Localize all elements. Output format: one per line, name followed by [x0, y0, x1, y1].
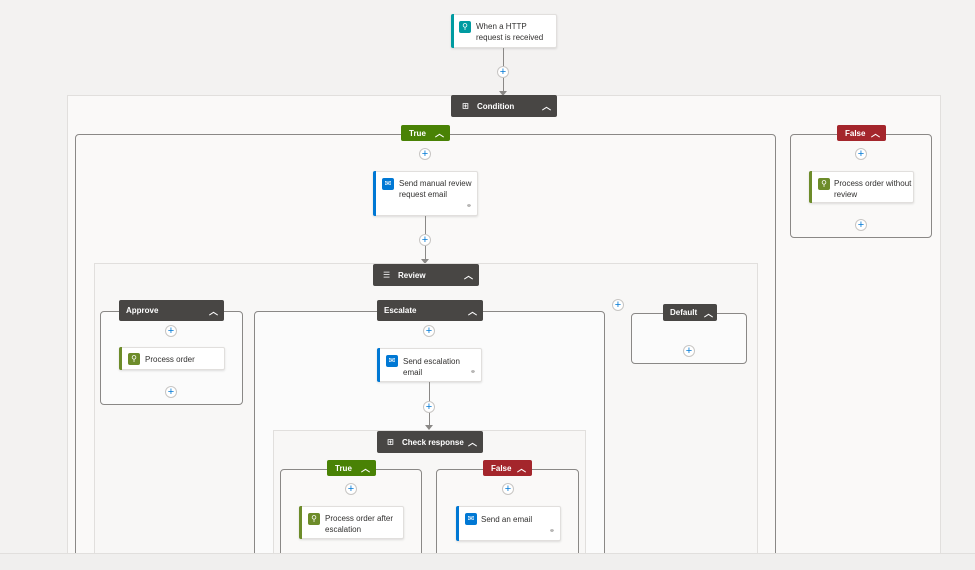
add-step-button[interactable]: + [497, 66, 509, 78]
collapse-chevron-icon[interactable]: ︿ [208, 306, 218, 316]
logic-icon: ⚲ [818, 178, 830, 190]
process-order-without-review-card[interactable]: ⚲ Process order without review [809, 171, 914, 203]
add-step-button[interactable]: + [502, 483, 514, 495]
add-step-button[interactable]: + [165, 325, 177, 337]
process-order-card[interactable]: ⚲ Process order [119, 347, 225, 370]
outlook-icon: ✉ [382, 178, 394, 190]
condition-false-pill[interactable]: False ︿ [837, 125, 886, 141]
add-step-button[interactable]: + [423, 401, 435, 413]
chevron-up-icon[interactable]: ︿ [360, 463, 370, 474]
add-step-button[interactable]: + [683, 345, 695, 357]
request-icon: ⚲ [459, 21, 471, 33]
link-icon: ⚭ [470, 369, 476, 376]
case-default-header[interactable]: Default ︿ [663, 304, 717, 321]
collapse-chevron-icon[interactable]: ︿ [541, 101, 551, 112]
collapse-chevron-icon[interactable]: ︿ [703, 308, 713, 318]
add-step-button[interactable]: + [855, 219, 867, 231]
send-manual-review-card[interactable]: ✉ Send manual review request email ⚭ [373, 171, 478, 216]
trigger-card[interactable]: ⚲ When a HTTP request is received [451, 14, 557, 48]
collapse-chevron-icon[interactable]: ︿ [467, 437, 477, 448]
logic-icon: ⚲ [128, 353, 140, 365]
collapse-chevron-icon[interactable]: ︿ [467, 306, 477, 316]
case-escalate-header[interactable]: Escalate ︿ [377, 300, 483, 321]
condition-true-pill[interactable]: True ︿ [401, 125, 450, 141]
collapse-chevron-icon[interactable]: ︿ [463, 270, 473, 281]
condition-icon: ⊞ [462, 101, 469, 111]
add-step-button[interactable]: + [419, 148, 431, 160]
check-response-false-pill[interactable]: False ︿ [483, 460, 532, 476]
outlook-icon: ✉ [465, 513, 477, 525]
switch-icon: ☰ [383, 270, 391, 280]
case-approve-header[interactable]: Approve ︿ [119, 300, 224, 321]
add-step-button[interactable]: + [855, 148, 867, 160]
condition-label: Condition [477, 101, 515, 111]
chevron-up-icon[interactable]: ︿ [434, 128, 444, 139]
condition-header[interactable]: ⊞ Condition ︿ [451, 95, 557, 117]
process-order-after-escalation-card[interactable]: ⚲ Process order after escalation [299, 506, 404, 539]
check-response-header[interactable]: ⊞ Check response ︿ [377, 431, 483, 453]
condition-icon: ⊞ [387, 437, 394, 447]
add-step-button[interactable]: + [419, 234, 431, 246]
status-bar [0, 553, 975, 570]
chevron-up-icon[interactable]: ︿ [516, 463, 526, 474]
review-switch-header[interactable]: ☰ Review ︿ [373, 264, 479, 286]
logic-icon: ⚲ [308, 513, 320, 525]
send-an-email-card[interactable]: ✉ Send an email ⚭ [456, 506, 561, 541]
send-escalation-email-card[interactable]: ✉ Send escalation email ⚭ [377, 348, 482, 382]
check-response-true-pill[interactable]: True ︿ [327, 460, 376, 476]
outlook-icon: ✉ [386, 355, 398, 367]
add-step-button[interactable]: + [345, 483, 357, 495]
trigger-label: When a HTTP request is received [476, 22, 544, 42]
chevron-up-icon[interactable]: ︿ [870, 128, 880, 139]
add-step-button[interactable]: + [423, 325, 435, 337]
link-icon: ⚭ [466, 203, 472, 210]
add-case-button[interactable]: + [612, 299, 624, 311]
add-step-button[interactable]: + [165, 386, 177, 398]
link-icon: ⚭ [549, 528, 555, 535]
